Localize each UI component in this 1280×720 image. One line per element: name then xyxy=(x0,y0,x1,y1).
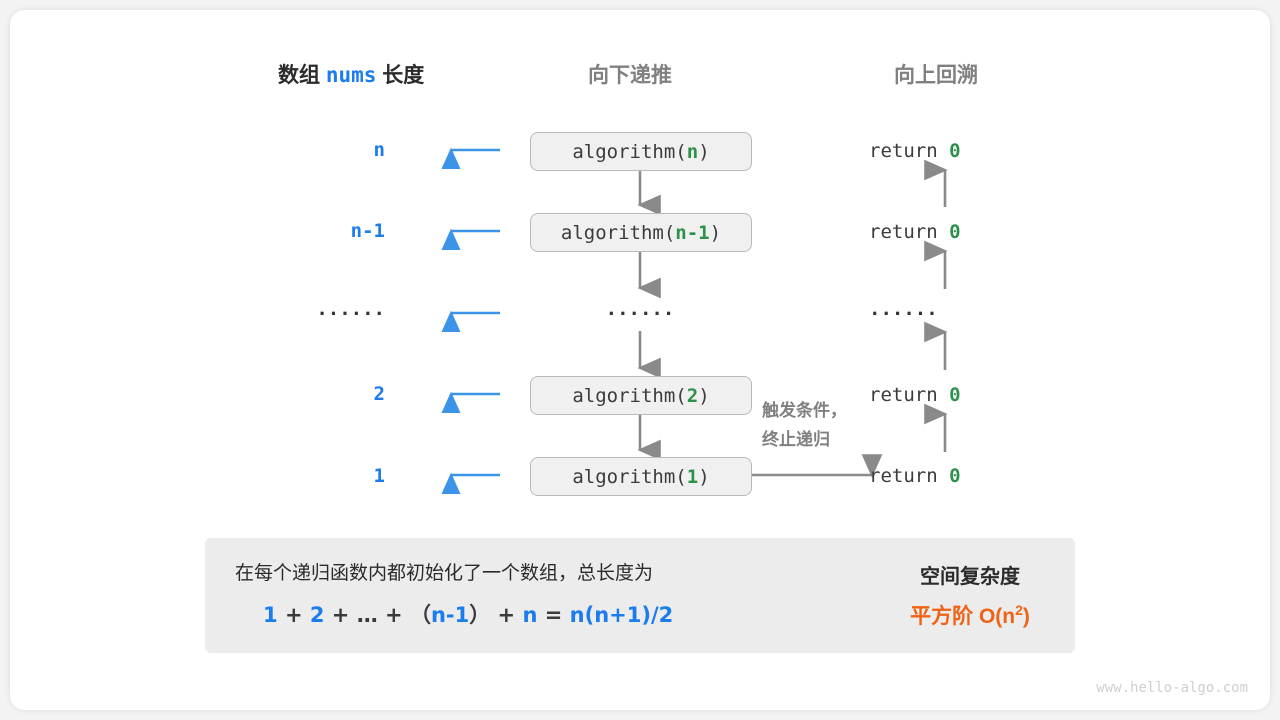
length-label-row-0: n xyxy=(373,139,385,161)
call-box-row-4[interactable]: algorithm(1) xyxy=(530,457,752,496)
annotation-line-2: 终止递归 xyxy=(762,430,830,449)
header-array-suffix: 长度 xyxy=(382,64,425,87)
base-case-annotation: 触发条件， 终止递归 xyxy=(762,396,847,454)
formula-term-5: n xyxy=(522,603,538,627)
formula-op-4: + xyxy=(497,603,516,627)
summary-title: 空间复杂度 xyxy=(920,566,1020,588)
formula-equals: = xyxy=(544,603,563,627)
formula-term-1: 1 xyxy=(263,603,278,627)
call-box-row-0[interactable]: algorithm(n) xyxy=(530,132,752,171)
header-array-nums: nums xyxy=(325,63,377,87)
length-label-row-3: 2 xyxy=(373,383,385,405)
formula-op-2: + xyxy=(331,603,350,627)
call-close-row-3: ) xyxy=(698,384,710,407)
summary-description: 在每个递归函数内都初始化了一个数组，总长度为 xyxy=(235,563,654,584)
call-fn-row-0: algorithm( xyxy=(572,140,687,163)
call-fn-row-4: algorithm( xyxy=(572,465,687,488)
length-label-row-1: n-1 xyxy=(350,220,385,242)
return-keyword-row-0: return xyxy=(869,140,938,162)
return-keyword-row-3: return xyxy=(869,384,938,406)
call-arg-row-1: n-1 xyxy=(675,221,710,244)
watermark: www.hello-algo.com xyxy=(1096,680,1248,696)
header-array-length: 数组 nums 长度 xyxy=(278,59,424,89)
complexity-notation: O(n xyxy=(978,605,1016,628)
header-backtrack-up: 向上回溯 xyxy=(894,64,978,87)
call-arg-row-4: 1 xyxy=(686,465,699,488)
complexity-exponent: 2 xyxy=(1015,602,1023,618)
formula-paren-open: （ xyxy=(409,603,431,627)
header-recursion-down: 向下递推 xyxy=(588,64,672,87)
formula-paren-close: ） xyxy=(469,603,491,627)
return-row-3: return 0 xyxy=(869,384,961,406)
header-array-prefix: 数组 xyxy=(278,64,320,87)
call-fn-row-3: algorithm( xyxy=(572,384,687,407)
return-value-row-4: 0 xyxy=(949,465,961,487)
annotation-line-1: 触发条件， xyxy=(762,401,847,420)
return-keyword-row-1: return xyxy=(869,221,938,243)
length-label-row-4: 1 xyxy=(373,465,385,487)
summary-formula: 1 + 2 + … + （n-1） + n = n(n+1)/2 xyxy=(263,599,673,629)
call-arg-row-3: 2 xyxy=(686,384,699,407)
call-close-row-0: ) xyxy=(698,140,710,163)
call-arg-row-0: n xyxy=(686,140,699,163)
call-ellipsis-row-2: ······ xyxy=(605,303,675,325)
return-value-row-1: 0 xyxy=(949,221,961,243)
length-label-row-2: ······ xyxy=(316,303,385,325)
return-keyword-row-4: return xyxy=(869,465,938,487)
formula-ellipsis: … xyxy=(356,603,378,627)
summary-box: 在每个递归函数内都初始化了一个数组，总长度为 1 + 2 + … + （n-1）… xyxy=(205,538,1075,653)
summary-complexity: 平方阶 O(n2) xyxy=(870,600,1070,630)
call-box-row-1[interactable]: algorithm(n-1) xyxy=(530,213,752,252)
return-row-4: return 0 xyxy=(869,465,961,487)
return-row-0: return 0 xyxy=(869,140,961,162)
formula-term-2: 2 xyxy=(309,603,325,627)
return-ellipsis-row-2: ······ xyxy=(869,303,938,325)
return-value-row-3: 0 xyxy=(949,384,961,406)
formula-result: n(n+1)/2 xyxy=(569,603,674,627)
return-row-1: return 0 xyxy=(869,221,961,243)
call-fn-row-1: algorithm( xyxy=(560,221,676,244)
return-value-row-0: 0 xyxy=(949,140,961,162)
call-close-row-4: ) xyxy=(698,465,710,488)
formula-term-4: n-1 xyxy=(430,603,470,627)
formula-op-1: + xyxy=(284,603,303,627)
complexity-prefix: 平方阶 xyxy=(910,605,974,628)
call-box-row-3[interactable]: algorithm(2) xyxy=(530,376,752,415)
call-close-row-1: ) xyxy=(709,221,722,244)
complexity-suffix: ) xyxy=(1022,605,1030,628)
formula-op-3: + xyxy=(385,603,403,627)
